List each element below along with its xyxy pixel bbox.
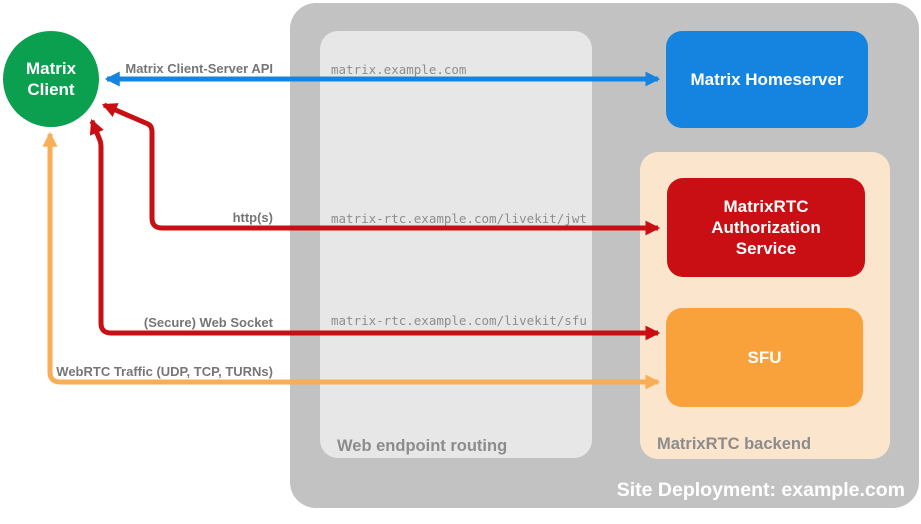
jwt-route-url: matrix-rtc.example.com/livekit/jwt <box>331 211 587 226</box>
https-edge-label: http(s) <box>232 210 273 225</box>
matrixrtc-backend-caption: MatrixRTC backend <box>657 435 812 453</box>
matrix-client-label: Matrix Client <box>25 58 77 99</box>
web-endpoint-routing-container <box>320 31 592 458</box>
sfu-node: SFU <box>666 308 863 407</box>
webrtc-traffic-edge-label: WebRTC Traffic (UDP, TCP, TURNs) <box>56 364 273 379</box>
web-endpoint-routing-caption: Web endpoint routing <box>337 437 508 455</box>
matrixrtc-authorization-service-label: MatrixRTC Authorization Service <box>711 196 821 259</box>
matrix-homeserver-label: Matrix Homeserver <box>690 69 844 89</box>
api-route-url: matrix.example.com <box>331 62 467 77</box>
web-socket-edge-label: (Secure) Web Socket <box>143 315 273 330</box>
matrix-homeserver-node: Matrix Homeserver <box>666 31 868 128</box>
matrix-client-node: Matrix Client <box>3 31 99 127</box>
site-deployment-caption: Site Deployment: example.com <box>616 479 905 501</box>
client-server-api-edge-label: Matrix Client-Server API <box>125 61 273 76</box>
sfu-label: SFU <box>747 347 782 367</box>
matrixrtc-authorization-service-node: MatrixRTC Authorization Service <box>667 178 865 277</box>
sfu-route-url: matrix-rtc.example.com/livekit/sfu <box>331 313 587 328</box>
